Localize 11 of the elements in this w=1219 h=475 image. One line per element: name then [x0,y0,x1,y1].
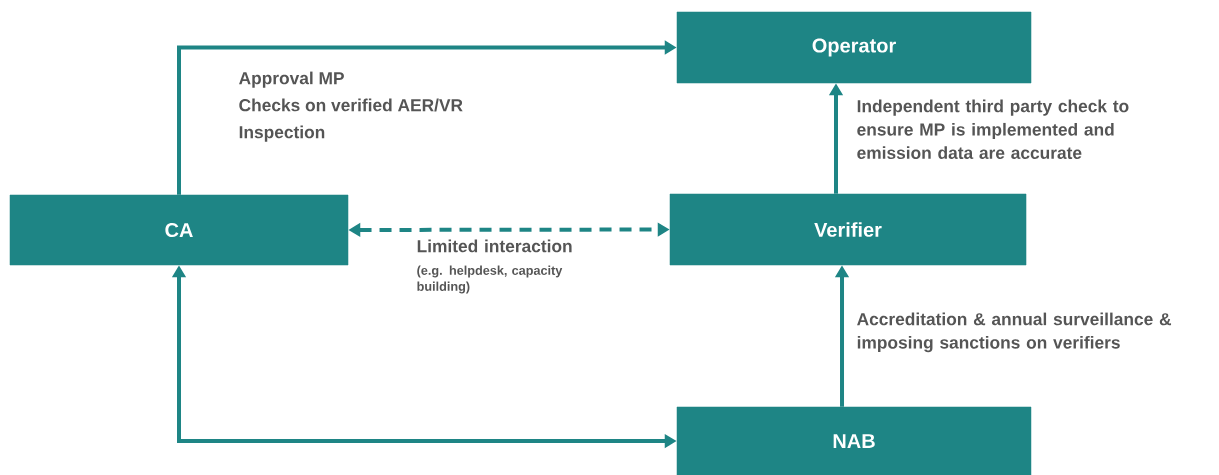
process-box: Operator [676,11,1032,84]
process-box: NAB [676,406,1032,475]
process-box: Verifier [669,193,1027,266]
note-text: Inspection [239,125,325,142]
note-text: (e.g. helpdesk, capacity building) [417,265,563,294]
edge-label: Limited interaction [417,239,572,253]
edge-label: Accreditation & annual surveillance & imposing sanctions on verifiers [857,312,1172,353]
edge-label: Independent third party check to ensure MP is implemented and emission data are accurate [857,99,1129,159]
note-text: Checks on verified AER/VR [239,98,463,112]
process-box: CA [9,194,349,266]
note-text: Approval MP [239,71,344,88]
